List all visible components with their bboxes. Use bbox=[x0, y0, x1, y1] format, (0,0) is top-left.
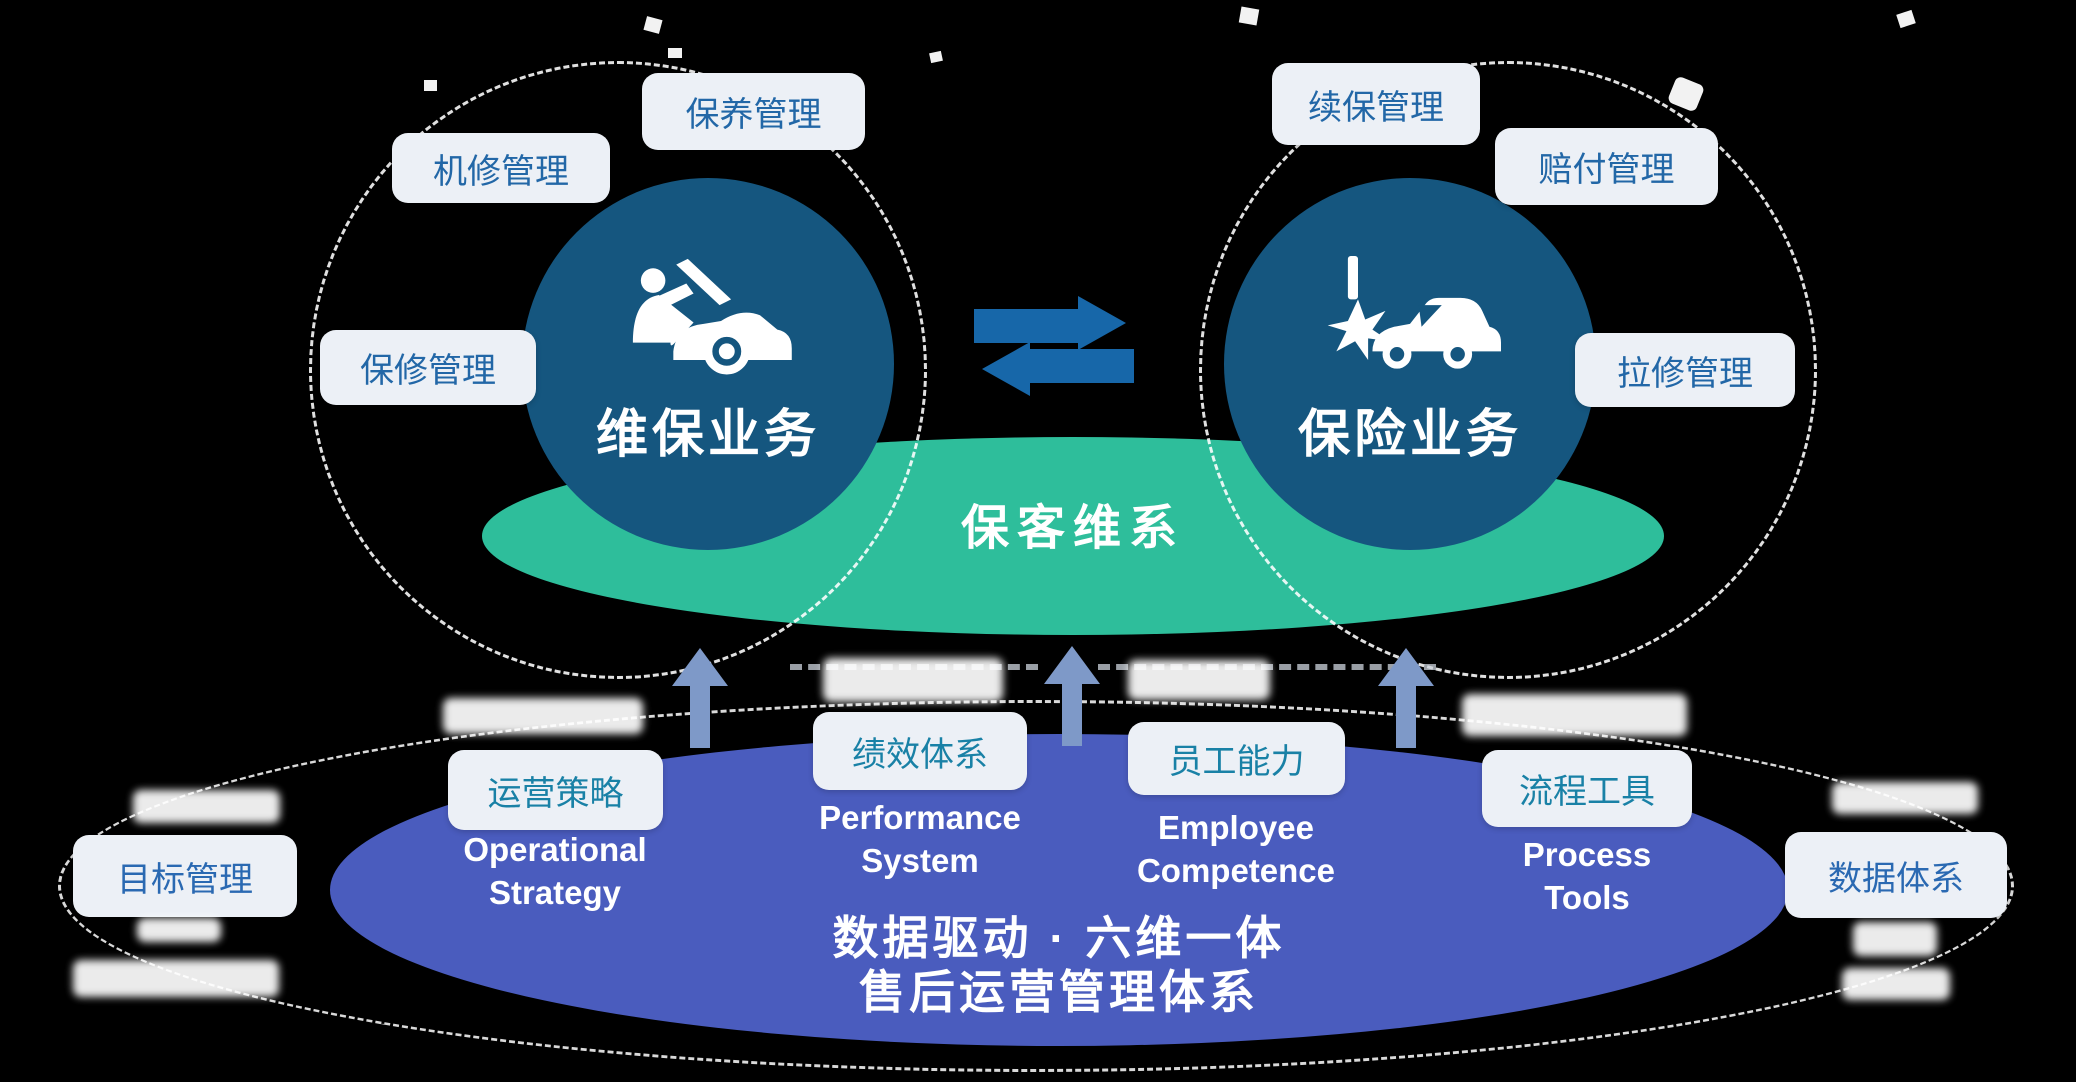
label-goal-mgmt: 目标管理 bbox=[73, 835, 297, 917]
caption-performance-system: Performance System bbox=[819, 799, 1021, 879]
label-maintenance-mgmt: 保养管理 bbox=[642, 73, 865, 150]
label-towing-repair-mgmt: 拉修管理 bbox=[1575, 333, 1795, 407]
sparkle-dot bbox=[1896, 9, 1916, 29]
insurance-business-circle: 保险业务 bbox=[1224, 178, 1596, 550]
faint-text-blob bbox=[1462, 694, 1687, 736]
up-arrow-icon bbox=[1378, 648, 1434, 748]
system-title-line2: 售后运营管理体系 bbox=[859, 966, 1259, 1018]
label-performance-system: 绩效体系 bbox=[813, 712, 1027, 790]
sparkle-dot bbox=[668, 48, 682, 58]
faint-text-blob bbox=[1128, 660, 1270, 700]
label-claims-mgmt: 赔付管理 bbox=[1495, 128, 1718, 205]
label-warranty-mgmt: 保修管理 bbox=[320, 330, 536, 405]
faint-text-blob bbox=[133, 790, 280, 823]
label-employee-competence: 员工能力 bbox=[1128, 722, 1345, 795]
up-arrow-icon bbox=[672, 648, 728, 748]
car-crash-icon bbox=[1327, 255, 1501, 369]
faint-text-blob bbox=[73, 960, 279, 997]
faint-text-blob bbox=[823, 658, 1003, 702]
maintenance-business-title: 维保业务 bbox=[595, 405, 820, 464]
double-swap-arrow-icon bbox=[974, 296, 1134, 396]
sparkle-dot bbox=[424, 80, 437, 91]
right-orbit-dashed-circle bbox=[1199, 61, 1817, 679]
left-orbit-dashed-circle bbox=[309, 61, 927, 679]
faint-text-blob bbox=[1842, 968, 1950, 1000]
caption-employee-competence: Employee Competence bbox=[1136, 809, 1336, 889]
customer-retention-label: 保客维系 bbox=[960, 502, 1185, 555]
system-title-line1: 数据驱动 · 六维一体 bbox=[832, 912, 1286, 964]
label-process-tools: 流程工具 bbox=[1482, 750, 1692, 827]
bottom-outer-dashed-ellipse bbox=[58, 700, 2014, 1072]
faint-text-blob bbox=[1853, 922, 1937, 956]
label-data-system: 数据体系 bbox=[1785, 832, 2007, 918]
label-renewal-mgmt: 续保管理 bbox=[1272, 63, 1480, 145]
mechanic-repair-car-icon bbox=[632, 258, 792, 374]
caption-operational-strategy: Operational Strategy bbox=[463, 831, 647, 911]
up-arrow-icon bbox=[1044, 646, 1100, 746]
sparkle-dot bbox=[1238, 6, 1260, 26]
faint-text-blob bbox=[1832, 782, 1978, 814]
label-mechanical-repair-mgmt: 机修管理 bbox=[392, 133, 610, 203]
insurance-business-title: 保险业务 bbox=[1297, 405, 1522, 464]
sparkle-dot bbox=[643, 16, 663, 34]
faint-text-blob bbox=[137, 918, 221, 942]
faint-text-blob bbox=[443, 698, 643, 734]
label-operational-strategy: 运营策略 bbox=[448, 750, 663, 830]
sparkle-dot bbox=[929, 50, 943, 64]
maintenance-business-circle: 维保业务 bbox=[522, 178, 894, 550]
caption-process-tools: Process Tools bbox=[1522, 836, 1652, 916]
sparkle-dot bbox=[1666, 75, 1706, 113]
